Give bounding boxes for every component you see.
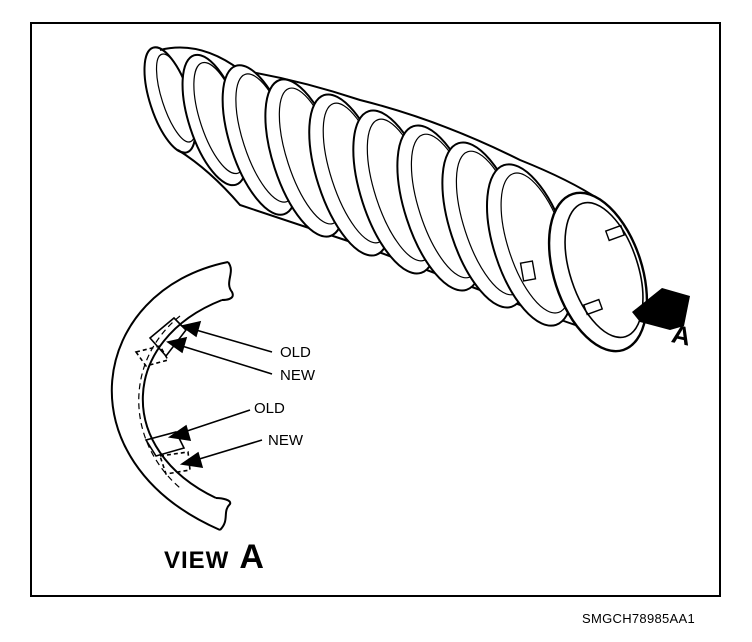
figure-id: SMGCH78985AA1	[582, 611, 696, 626]
view-title: VIEW A	[164, 540, 264, 574]
bellows-boot-icon	[143, 46, 649, 353]
view-title-word: VIEW	[164, 547, 230, 574]
view-arrow-icon	[632, 288, 690, 330]
view-title-letter: A	[239, 538, 264, 576]
callout-lower-new: NEW	[268, 432, 303, 449]
boot-large-end	[547, 191, 649, 353]
callout-upper-new: NEW	[280, 367, 315, 384]
callout-lower-old: OLD	[254, 400, 285, 417]
view-a-detail	[110, 261, 234, 531]
callout-upper-old: OLD	[280, 344, 311, 361]
callout-leaders	[166, 320, 273, 468]
